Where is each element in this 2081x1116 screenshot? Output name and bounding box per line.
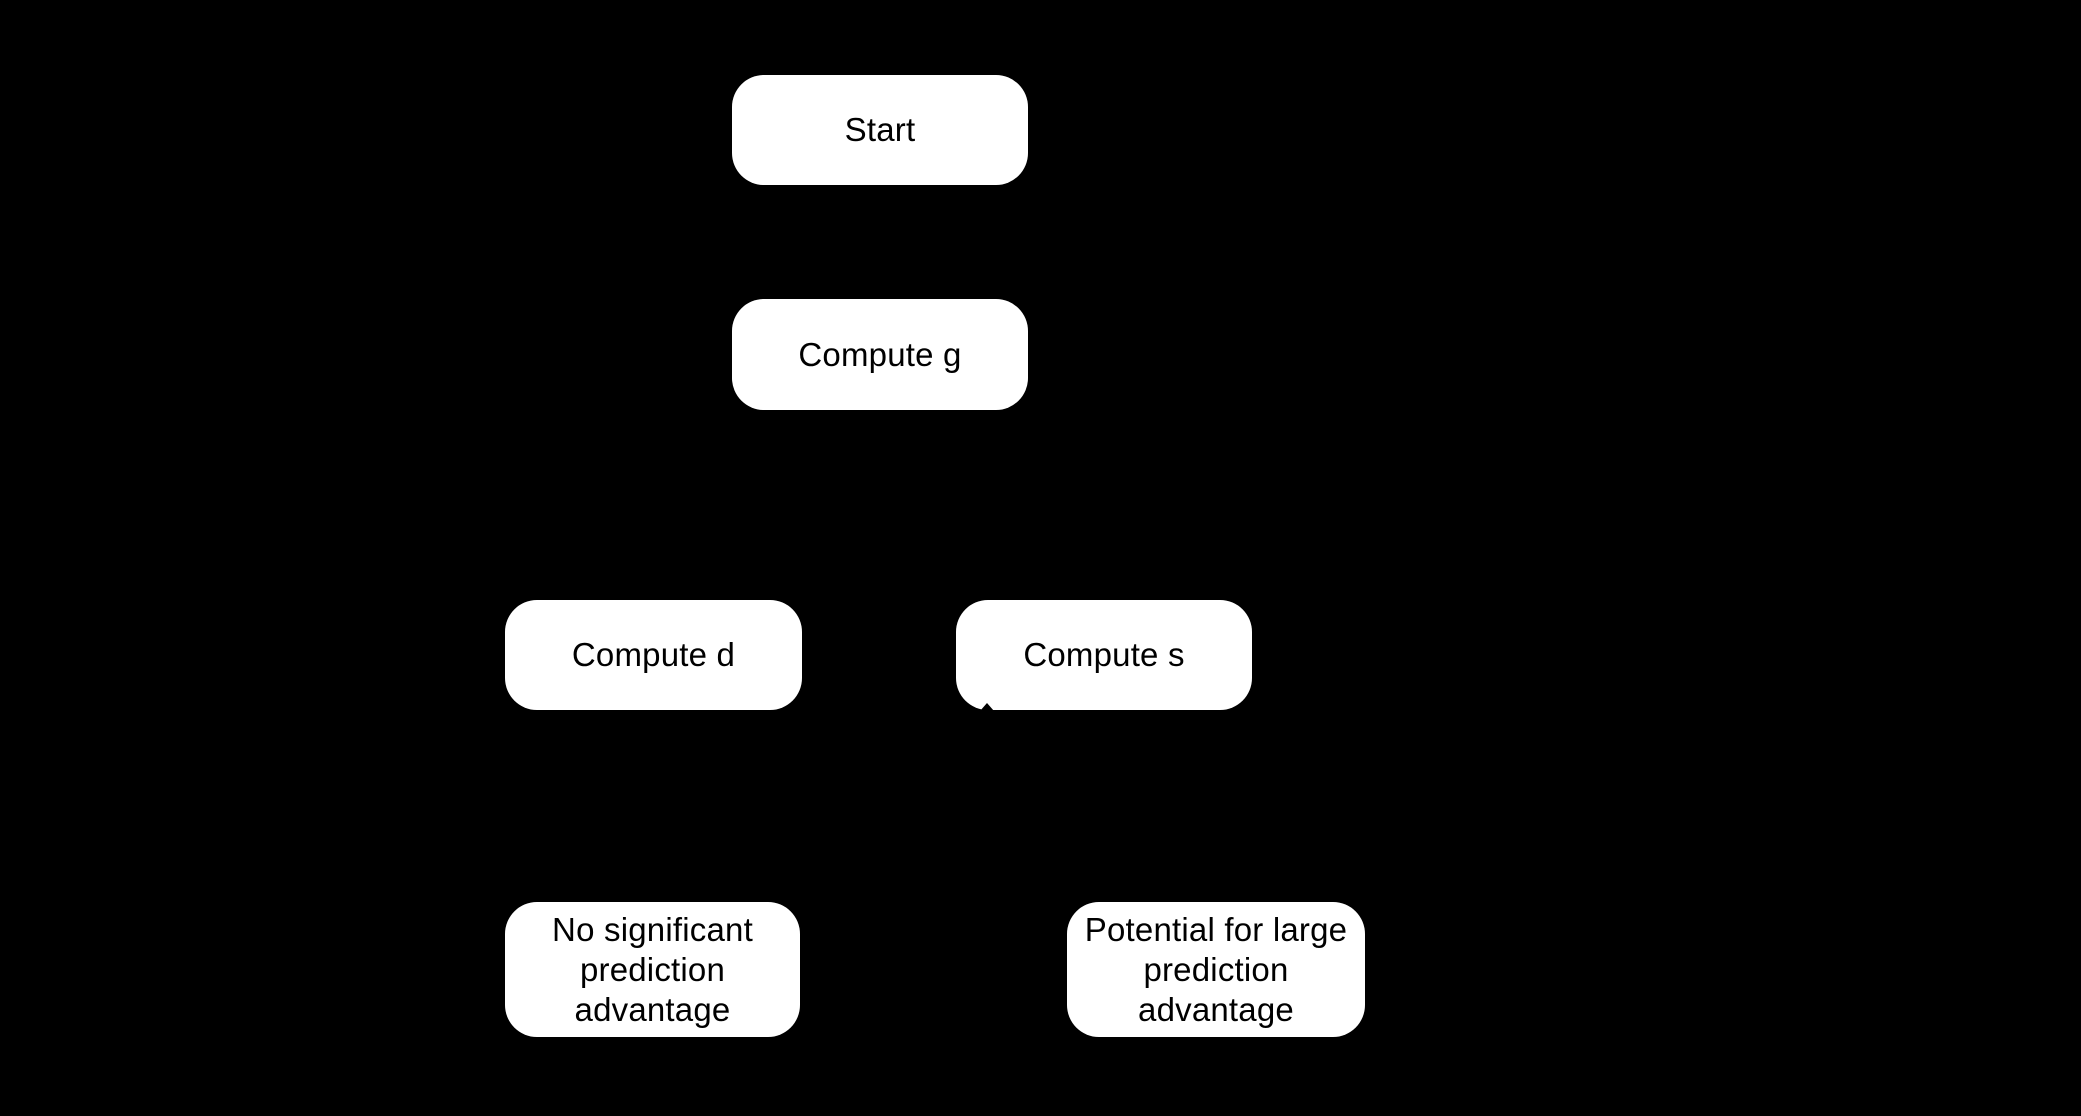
node-large-advantage: Potential for large prediction advantage (1067, 902, 1365, 1037)
node-compute-g-label: Compute g (798, 335, 962, 373)
node-no-significant-advantage-label: No significant prediction advantage (552, 910, 753, 1028)
node-compute-d-label: Compute d (571, 636, 736, 673)
node-compute-s: Compute s (956, 600, 1252, 711)
node-start-label: Start (844, 111, 916, 148)
node-compute-d: Compute d (505, 600, 802, 710)
node-large-advantage-label: Potential for large prediction advantage (1084, 910, 1348, 1028)
node-compute-g: Compute g (732, 299, 1028, 410)
node-compute-s-label: Compute s (1023, 636, 1185, 673)
node-no-significant-advantage: No significant prediction advantage (505, 902, 800, 1037)
arrowhead-tip-artifact (980, 703, 994, 711)
node-start: Start (732, 75, 1028, 185)
